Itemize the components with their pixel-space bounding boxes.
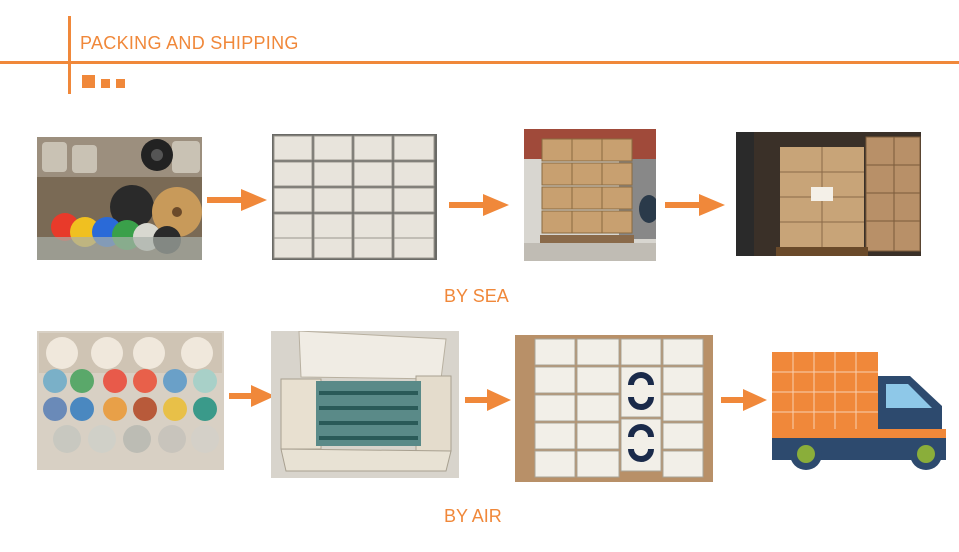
header-horizontal-rule [0,61,959,64]
photo-carton-boxes [515,335,713,482]
arrow-right-icon [229,385,275,407]
arrow-right-icon [449,194,509,216]
photo-open-box [271,331,459,478]
photo-oudu-pads [37,331,224,470]
header-vertical-rule [68,16,71,94]
arrow-right-icon [721,389,767,411]
by-air-label: BY AIR [444,506,502,526]
arrow-right-icon [207,189,267,211]
decor-square [116,79,125,88]
decor-square [101,79,110,88]
decor-square [82,75,95,88]
photo-pallet-cartons [524,129,656,261]
photo-packed-boxes [272,134,437,260]
by-sea-label: BY SEA [444,286,509,306]
photo-polishing-pads [37,137,202,260]
delivery-truck-icon [772,350,950,477]
arrow-right-icon [465,389,511,411]
photo-loaded-container [736,132,921,256]
section-title: PACKING AND SHIPPING [80,33,299,53]
arrow-right-icon [665,194,725,216]
